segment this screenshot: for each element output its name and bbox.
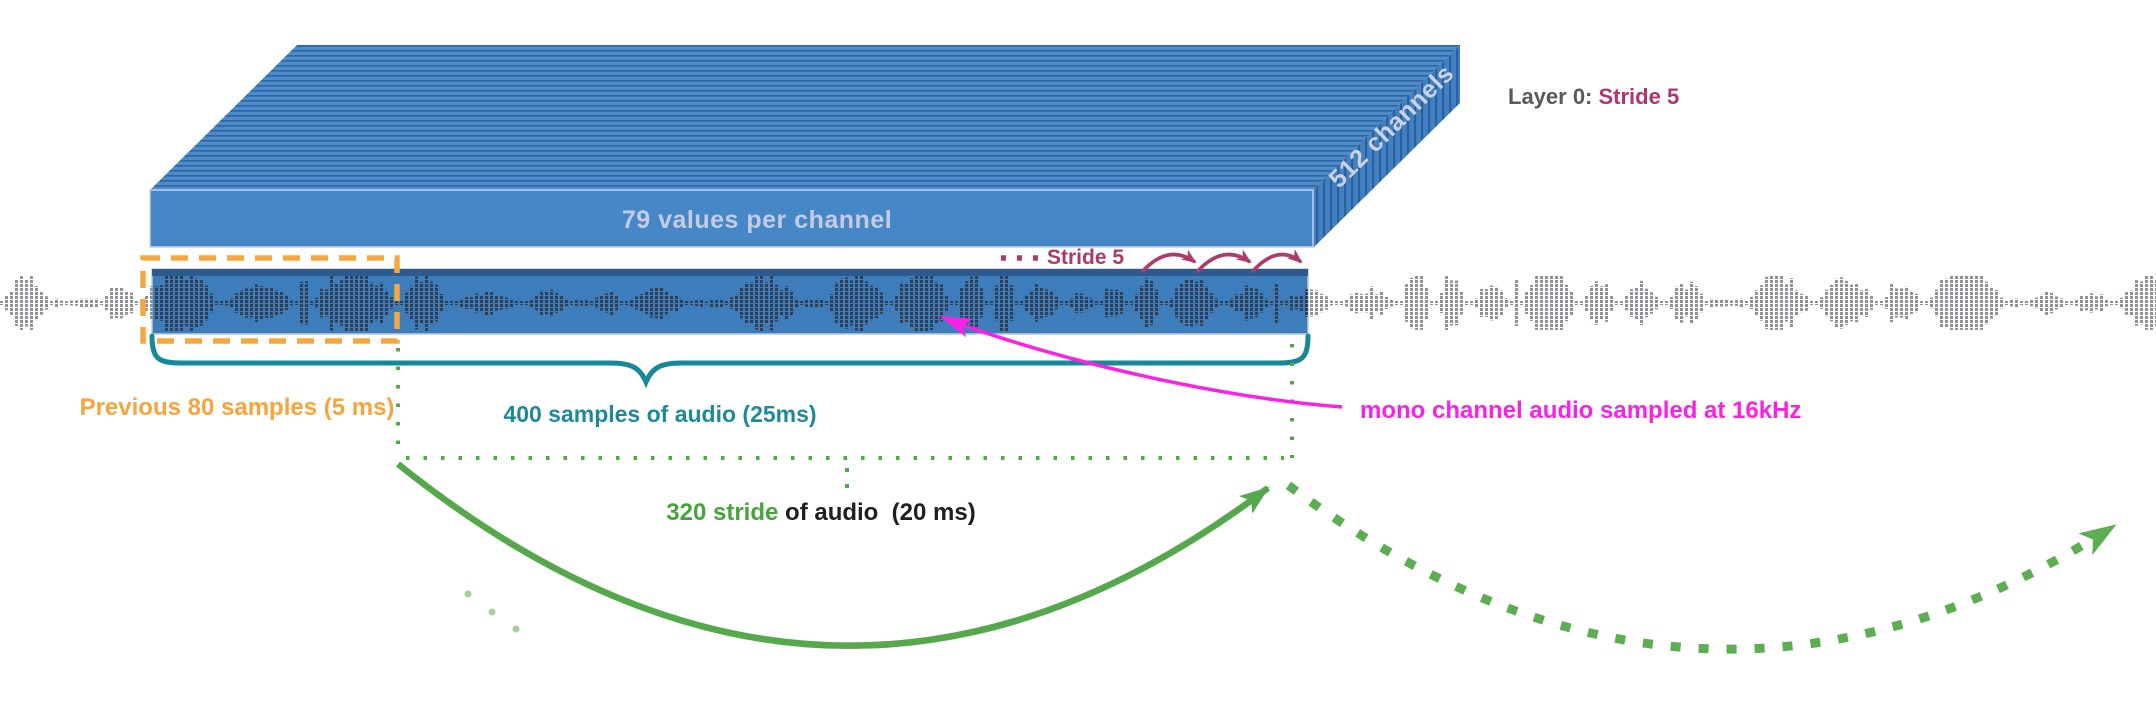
layer-note-stride-value: Stride 5 xyxy=(1598,84,1680,109)
stride-320-suffix: of audio (20 ms) xyxy=(778,499,976,526)
current-window-label: 400 samples of audio (25ms) xyxy=(503,401,817,427)
channel-block-top-face xyxy=(150,45,1460,190)
audio-waveform xyxy=(0,275,2156,331)
mono-audio-pointer-curve xyxy=(940,315,1343,409)
stride-hop-arrow xyxy=(1195,249,1252,274)
stride-arc-arrow xyxy=(395,461,1270,649)
window-brace xyxy=(149,333,1311,389)
channel-block-right-face xyxy=(1313,45,1460,248)
audio-window-top-band xyxy=(152,269,1308,276)
layer-note-prefix: Layer 0: xyxy=(1508,84,1599,109)
stride-320-label: 320 stride of audio (20 ms) xyxy=(666,499,976,526)
stride-320-value: 320 stride xyxy=(666,499,779,526)
channel-block-front-face xyxy=(149,189,1314,248)
mono-audio-label: mono channel audio sampled at 16kHz xyxy=(1360,397,1802,424)
previous-samples-label: Previous 80 samples (5 ms) xyxy=(79,394,395,421)
next-window-dotted-arc-arrow xyxy=(1285,481,2121,654)
stride-marker-label: Stride 5 xyxy=(1047,246,1125,269)
layer-note: Layer 0: Stride 5 xyxy=(1508,84,1680,109)
stride-arc-faint-dots xyxy=(464,590,520,633)
box-front-label: 79 values per channel xyxy=(621,206,893,234)
stride-hop-arrow xyxy=(1250,249,1303,274)
stride-hop-arrow xyxy=(1140,249,1197,274)
previous-samples-dashed-rect xyxy=(140,255,400,344)
